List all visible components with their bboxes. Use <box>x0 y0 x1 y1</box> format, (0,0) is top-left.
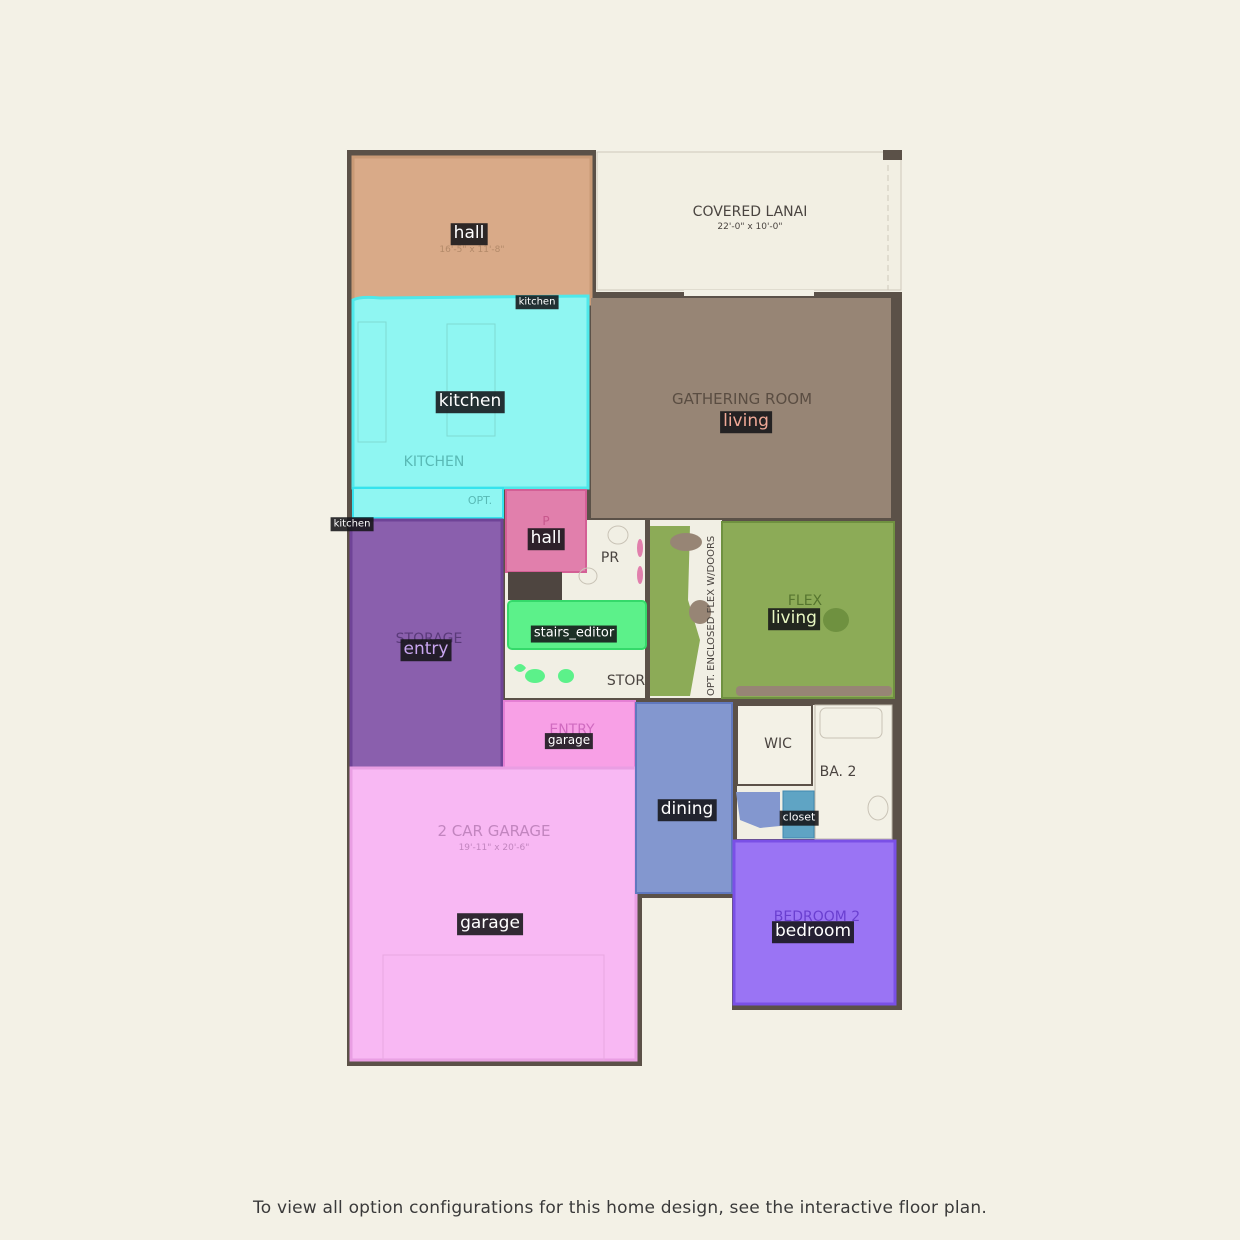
tag-living-flex: living <box>768 608 820 630</box>
tag-kitchen-small-left: kitchen <box>330 517 374 531</box>
room-wic-bath: WIC BA. 2 <box>764 707 889 821</box>
tag-entry-storage: entry <box>400 639 452 661</box>
hall-dimensions: 16'-5" x 11'-8" <box>439 245 504 255</box>
tag-kitchen-small-top: kitchen <box>515 295 559 309</box>
room-dining <box>635 702 780 894</box>
covered-lanai: COVERED LANAI 22'-0" x 10'-0" <box>596 150 902 291</box>
tag-living-gathering: living <box>720 411 772 433</box>
room-powder: PR <box>578 525 643 585</box>
tag-kitchen-main: kitchen <box>435 391 505 413</box>
powder-room-label: PR <box>601 550 619 566</box>
flex-label: FLEX <box>788 593 823 609</box>
room-gathering: GATHERING ROOM <box>591 290 891 518</box>
bath2-label: BA. 2 <box>820 764 857 780</box>
tag-garage-small: garage <box>544 733 594 749</box>
garage-dimensions: 19'-11" x 20'-6" <box>459 843 530 853</box>
bedroom2-label: BEDROOM 2 <box>774 909 860 925</box>
tag-dining: dining <box>657 799 717 821</box>
kitchen-plan-label: KITCHEN <box>404 454 465 470</box>
tag-closet: closet <box>779 810 819 826</box>
covered-lanai-dimensions: 22'-0" x 10'-0" <box>717 222 782 232</box>
pantry-label: P <box>542 514 549 528</box>
tag-stairs-editor: stairs_editor <box>530 625 618 643</box>
room-flex: FLEX OPT. ENCLOSED FLEX W/DOORS <box>650 521 895 699</box>
enclosed-flex-label: OPT. ENCLOSED FLEX W/DOORS <box>706 536 717 696</box>
tag-hall-pantry: hall <box>527 528 565 550</box>
covered-lanai-label: COVERED LANAI <box>693 204 808 220</box>
footer-note: To view all option configurations for th… <box>253 1198 987 1218</box>
wic-label: WIC <box>764 736 792 752</box>
room-pantry: P <box>505 489 587 600</box>
tag-bedroom: bedroom <box>771 921 855 943</box>
tag-hall-top: hall <box>450 223 488 245</box>
gathering-room-label: GATHERING ROOM <box>672 390 812 408</box>
stor-label: STOR <box>607 673 645 689</box>
tag-garage-main: garage <box>457 913 523 935</box>
garage-label: 2 CAR GARAGE <box>437 822 550 840</box>
opt-label: OPT. <box>468 494 492 507</box>
